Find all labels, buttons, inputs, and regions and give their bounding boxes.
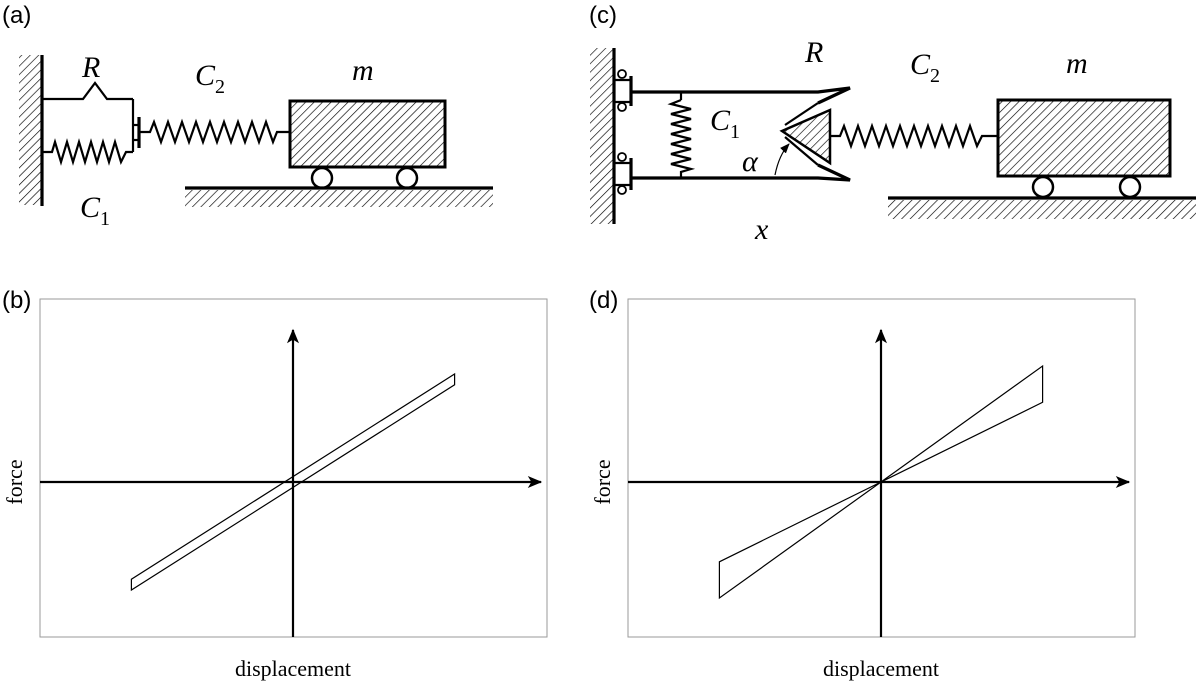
label-r-a: R	[81, 51, 100, 84]
wedge-lower-arm	[631, 163, 851, 182]
ground-hatch-a	[185, 190, 493, 207]
wheel-right-c	[1118, 175, 1142, 199]
label-c2-c: C2	[910, 48, 940, 87]
xlabel-d: displacement	[823, 656, 939, 681]
panel-c-label: (c)	[589, 2, 617, 29]
panel-b: (b) force displacement	[2, 287, 548, 681]
label-c2-a: C2	[195, 59, 225, 98]
ylabel-d: force	[590, 459, 615, 504]
label-r-c: R	[804, 36, 823, 69]
friction-element-a	[42, 81, 133, 101]
mass-block-a	[288, 99, 447, 169]
roller-bottom-1	[617, 152, 627, 162]
label-c1-a: C1	[80, 191, 110, 230]
xlabel-b: displacement	[235, 656, 351, 681]
panel-d-label: (d)	[589, 287, 618, 314]
roller-top-2	[617, 102, 627, 112]
panel-b-label: (b)	[2, 287, 31, 314]
panel-d: (d) force displacement	[589, 287, 1136, 681]
label-m-a: m	[352, 54, 374, 87]
wall-c	[590, 48, 613, 224]
label-alpha-c: α	[742, 145, 759, 178]
panel-a: (a) R C2 m C1	[2, 2, 493, 230]
wall-a	[19, 55, 41, 205]
mass-block-c	[996, 98, 1172, 178]
panel-a-label: (a)	[2, 2, 31, 29]
ground-hatch-c	[888, 200, 1196, 219]
hysteresis-loop-d	[718, 364, 1044, 600]
spring-c1-c	[667, 98, 696, 178]
spring-c1-a	[42, 138, 133, 166]
roller-bottom-2	[617, 185, 627, 195]
roller-top-1	[617, 69, 627, 79]
alpha-arc	[774, 143, 790, 176]
wheel-left-a	[310, 166, 334, 190]
label-m-c: m	[1066, 47, 1088, 80]
spring-c2-a	[139, 118, 290, 146]
wedge-upper-arm	[631, 86, 851, 105]
label-x-c: x	[754, 213, 769, 246]
panel-c: (c) R	[589, 2, 1196, 246]
spring-c2-c	[830, 122, 998, 150]
hysteresis-loop-b	[130, 372, 456, 592]
label-c1-c: C1	[710, 104, 740, 143]
ylabel-b: force	[2, 459, 27, 504]
wheel-right-a	[395, 166, 419, 190]
wheel-left-c	[1031, 175, 1055, 199]
